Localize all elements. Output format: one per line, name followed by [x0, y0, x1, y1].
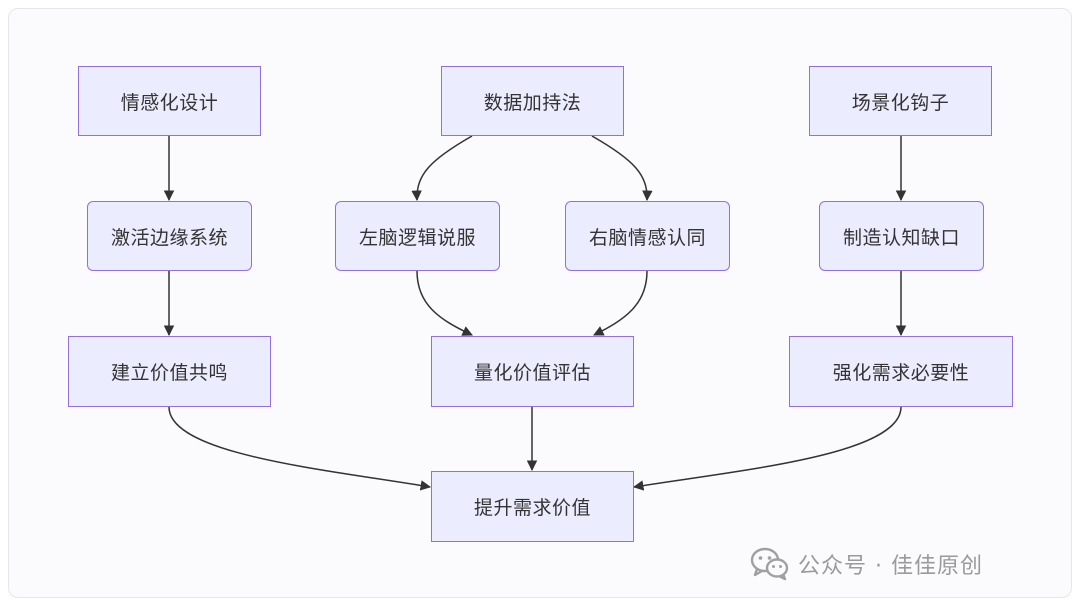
node-emotion-design: 情感化设计: [78, 66, 261, 136]
node-create-gap: 制造认知缺口: [819, 201, 984, 271]
node-scene-hook: 场景化钩子: [809, 66, 992, 136]
edge-data-to-left: [411, 135, 473, 202]
watermark: 公众号 · 佳佳原创: [750, 544, 983, 584]
node-data-method: 数据加持法: [441, 66, 624, 136]
node-need-necessity: 强化需求必要性: [789, 336, 1013, 407]
edge-resonance-to-raise: [168, 406, 432, 491]
node-value-resonance: 建立价值共鸣: [68, 336, 271, 407]
edge-data-to-right: [591, 135, 653, 202]
node-value-assessment: 量化价值评估: [431, 336, 634, 407]
node-activate-limbic: 激活边缘系统: [87, 201, 252, 271]
node-left-brain: 左脑逻辑说服: [335, 201, 500, 271]
watermark-text: 公众号 · 佳佳原创: [798, 554, 983, 579]
node-raise-value: 提升需求价值: [431, 471, 634, 542]
wechat-icon: [750, 547, 789, 581]
edge-right-to-assessment: [593, 270, 648, 336]
edge-necessity-to-raise: [632, 406, 902, 491]
edge-left-to-assessment: [416, 270, 473, 336]
node-right-brain: 右脑情感认同: [565, 201, 730, 271]
